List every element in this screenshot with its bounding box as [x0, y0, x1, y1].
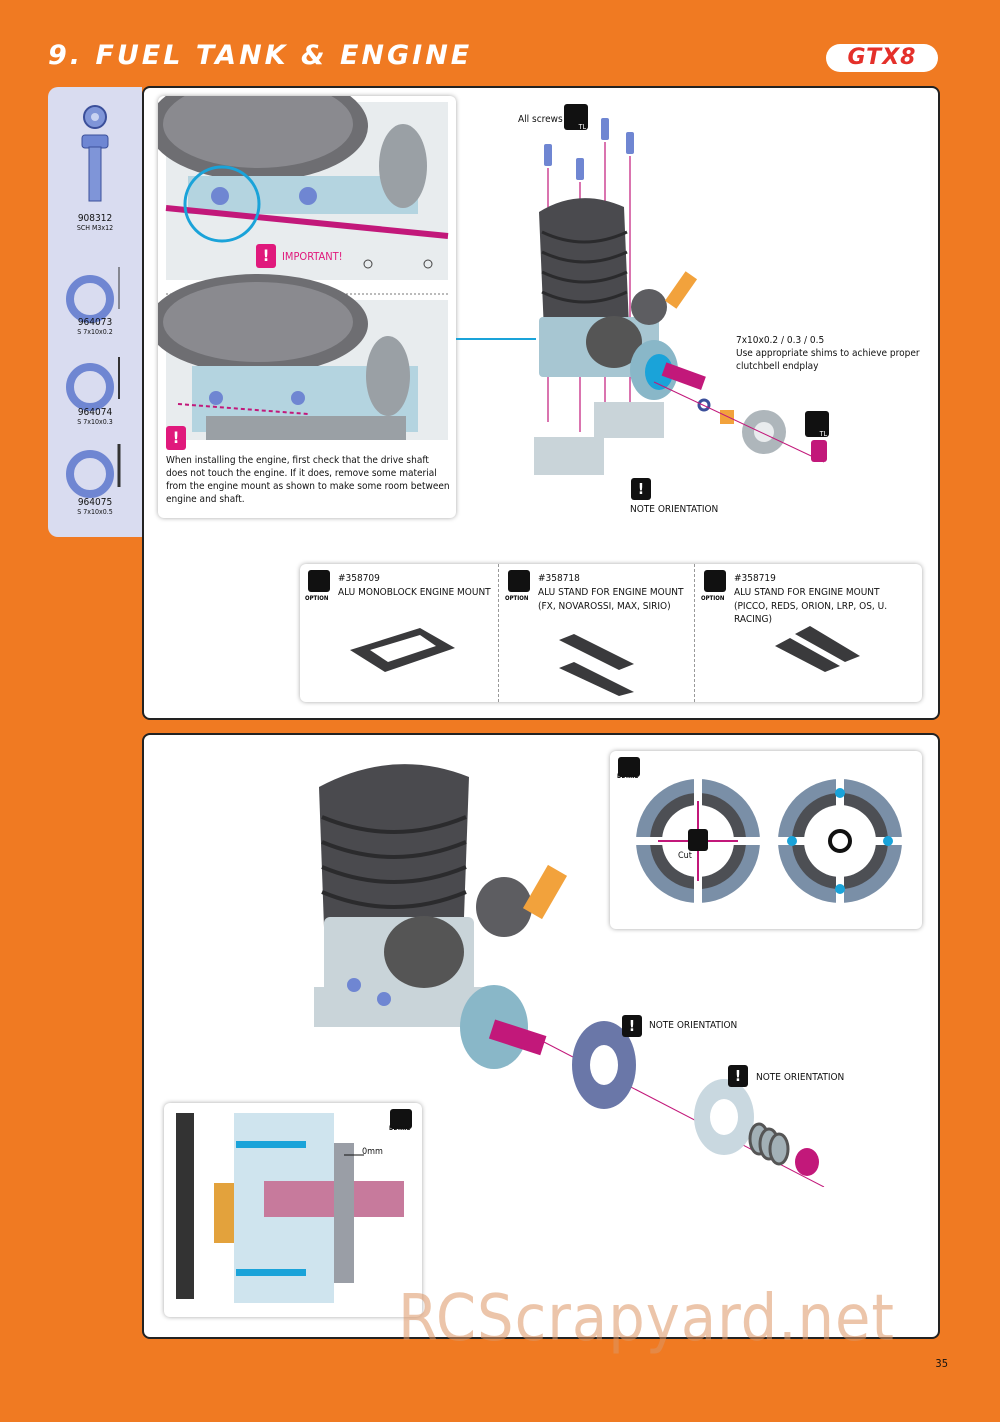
thumbs-up-icon [308, 570, 330, 592]
part-code: 964073 [77, 317, 113, 328]
clutch-shoe-after [776, 777, 904, 905]
shim-spec: 7x10x0.2 / 0.3 / 0.5 [736, 335, 825, 346]
shim-icon [66, 275, 114, 323]
note-orientation-label: NOTE ORIENTATION [649, 1020, 738, 1031]
option-label: OPTION [505, 595, 529, 602]
parts-sidebar: 908312 SCH M3x12 964073 S 7x10x0.2 96407… [48, 87, 142, 537]
screw-icon [81, 134, 109, 149]
thumbs-up-icon [508, 570, 530, 592]
note-orientation-icon: ! [728, 1065, 748, 1087]
gear-check-icon [828, 829, 852, 853]
important-label: IMPORTANT! [282, 249, 343, 263]
note-orientation-icon: ! [631, 478, 651, 500]
part-964075: 964075 S 7x10x0.5 [48, 497, 142, 517]
stand-mount-icon [775, 626, 860, 672]
option-code: #358719 [734, 573, 776, 584]
engine-mount-detail-illustration [158, 96, 449, 440]
part-desc: SCH M3x12 [76, 224, 114, 232]
detail-label: DETAIL [617, 773, 639, 780]
exclamation-icon: ! [166, 426, 186, 450]
shim-icon [66, 363, 114, 411]
gap-label: 0mm [362, 1147, 383, 1157]
clutch-cross-section [176, 1113, 404, 1303]
spring-icon [748, 1122, 790, 1166]
thumbs-up-icon [704, 570, 726, 592]
monoblock-mount-icon [350, 628, 455, 672]
part-desc: S 7x10x0.3 [77, 418, 113, 426]
part-desc: S 7x10x0.5 [77, 508, 113, 516]
option-code: #358709 [338, 573, 380, 584]
option-label: OPTION [305, 595, 329, 602]
part-code: 964074 [77, 407, 113, 418]
option-358709: OPTION #358709 ALU MONOBLOCK ENGINE MOUN… [300, 564, 499, 702]
brand-logo: GTX8 [826, 44, 938, 72]
option-358718: OPTION #358718 ALU STAND FOR ENGINE MOUN… [498, 564, 695, 702]
page-title: 9. FUEL TANK & ENGINE [48, 40, 473, 71]
clutch-shoe-before [634, 777, 762, 905]
page-number: 35 [935, 1357, 948, 1370]
threadlock-icon: TL [805, 411, 829, 438]
engine-icon [314, 764, 568, 1069]
magnify-detail-icon [618, 757, 640, 777]
option-code: #358718 [538, 573, 580, 584]
note-orientation-icon: ! [622, 1015, 642, 1037]
watermark: RCScrapyard.net [398, 1282, 895, 1356]
option-358719: OPTION #358719 ALU STAND FOR ENGINE MOUN… [694, 564, 922, 702]
note-orientation-label: NOTE ORIENTATION [756, 1072, 845, 1083]
all-screws-label: All screws [518, 114, 563, 125]
important-card: ! IMPORTANT! ! When installing the engin… [158, 96, 456, 518]
engine-icon [534, 198, 706, 475]
shim-icon [66, 450, 114, 498]
option-name: ALU MONOBLOCK ENGINE MOUNT [338, 587, 491, 598]
important-badge: ! IMPORTANT! [256, 244, 343, 268]
engine-mount-illustration [534, 118, 827, 475]
part-desc: S 7x10x0.2 [77, 328, 113, 336]
engine-clutch-illustration [314, 764, 825, 1187]
option-sub: (FX, NOVAROSSI, MAX, SIRIO) [538, 601, 671, 612]
options-card: OPTION #358709 ALU MONOBLOCK ENGINE MOUN… [300, 564, 922, 702]
option-label: OPTION [701, 595, 725, 602]
cut-label: Cut [678, 851, 692, 861]
parts-icons [66, 105, 121, 498]
connector-line [456, 338, 536, 340]
cutter-icon [688, 829, 708, 851]
threadlock-icon: TL [564, 104, 588, 131]
clutch-shoe-cut-diagram [634, 777, 904, 905]
stand-mount-icon [559, 634, 634, 696]
part-code: 964075 [77, 497, 113, 508]
detail-label: DETAIL [389, 1125, 411, 1132]
part-964074: 964074 S 7x10x0.3 [48, 407, 142, 427]
part-964073: 964073 S 7x10x0.2 [48, 317, 142, 337]
important-note-badge: ! [166, 426, 186, 450]
clutch-flywheel-icon [572, 1021, 636, 1109]
exclamation-icon: ! [256, 244, 276, 268]
option-name: ALU STAND FOR ENGINE MOUNT [734, 587, 880, 598]
nut-icon [795, 1148, 819, 1176]
gap-detail-card: DETAIL 0mm [164, 1103, 422, 1317]
part-908312: 908312 SCH M3x12 [48, 213, 142, 233]
note-orientation-label: NOTE ORIENTATION [630, 504, 719, 515]
important-note: When installing the engine, first check … [166, 455, 450, 505]
cut-detail-card: DETAIL [610, 751, 922, 929]
step2-panel: ! NOTE ORIENTATION ! NOTE ORIENTATION DE… [142, 733, 940, 1339]
clutch-shoe-icon [694, 1079, 754, 1155]
option-name: ALU STAND FOR ENGINE MOUNT [538, 587, 684, 598]
part-code: 908312 [77, 213, 113, 224]
shim-note: Use appropriate shims to achieve proper … [736, 348, 920, 372]
screw-icons [544, 118, 634, 180]
magnify-detail-icon [390, 1109, 412, 1129]
option-sub: (PICCO, REDS, ORION, LRP, OS, U. RACING) [734, 601, 888, 625]
step1-panel: ! IMPORTANT! ! When installing the engin… [142, 86, 940, 720]
highlight-circle [183, 165, 261, 243]
